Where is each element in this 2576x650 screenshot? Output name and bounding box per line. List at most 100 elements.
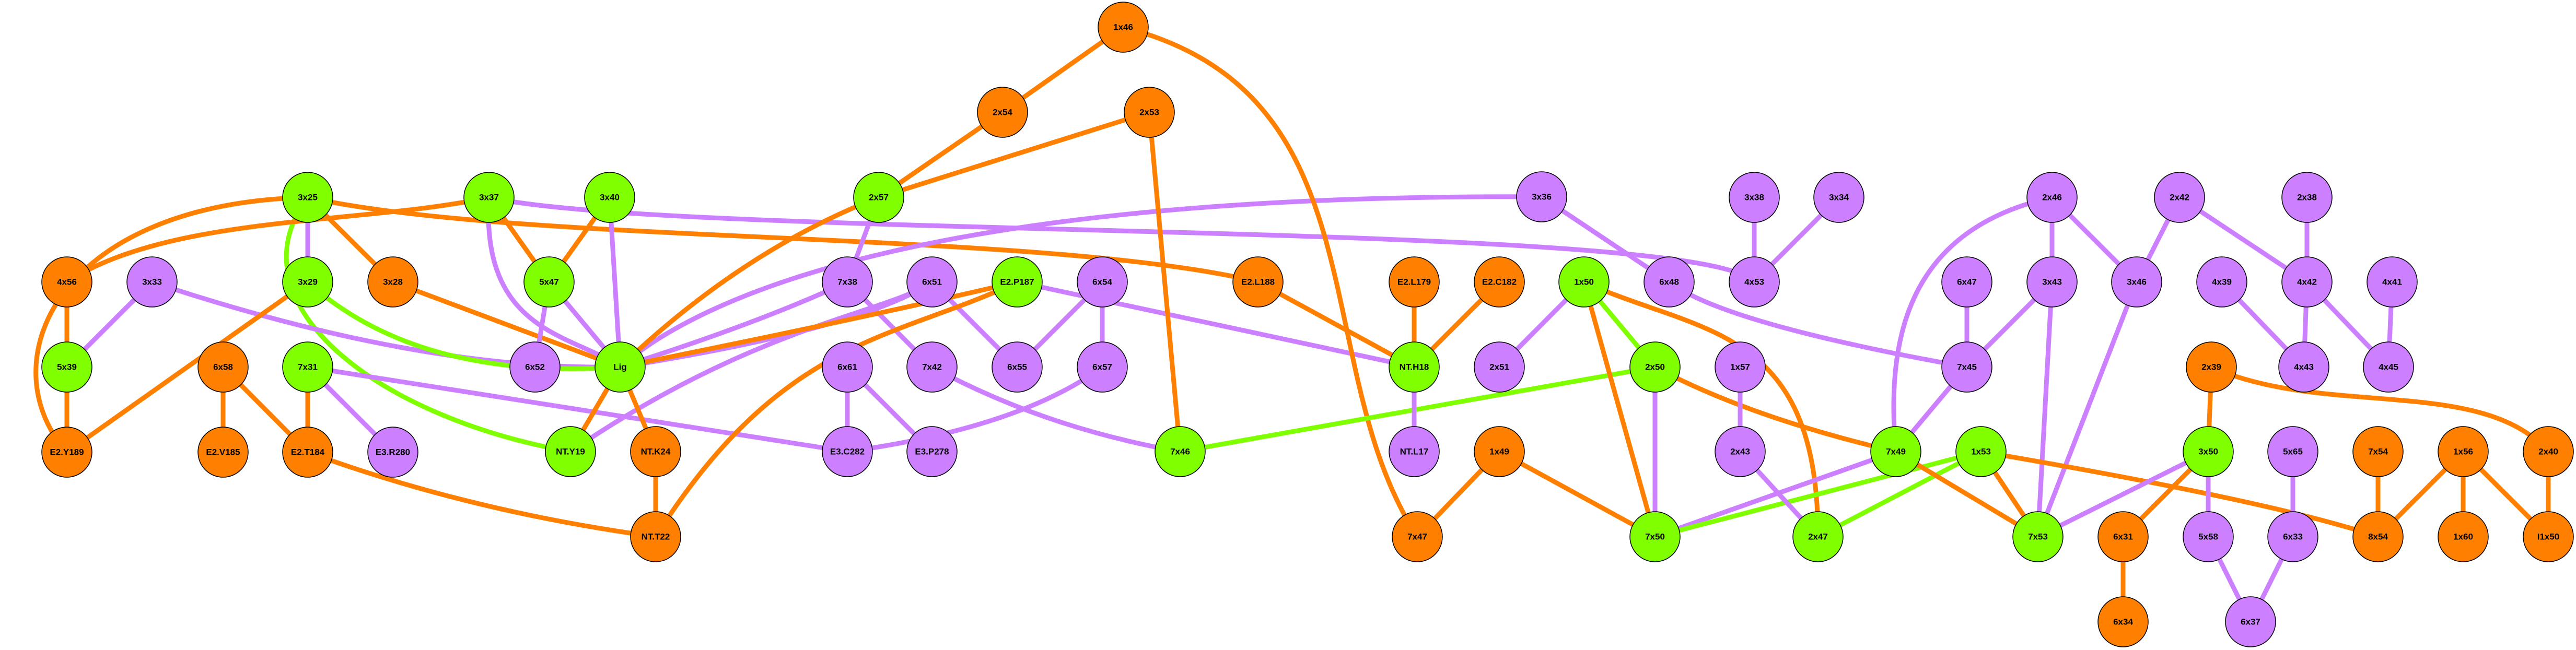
node-E2.L188[interactable]: E2.L188 xyxy=(1232,256,1284,308)
node-4x45[interactable]: 4x45 xyxy=(2363,341,2414,393)
node-1x60[interactable]: 1x60 xyxy=(2438,511,2489,562)
node-label: 3x37 xyxy=(479,193,499,203)
node-NT.L17[interactable]: NT.L17 xyxy=(1389,426,1440,477)
node-E3.P278[interactable]: E3.P278 xyxy=(906,426,958,477)
node-7x31[interactable]: 7x31 xyxy=(282,341,333,393)
node-1x49[interactable]: 1x49 xyxy=(1474,426,1525,477)
node-2x39[interactable]: 2x39 xyxy=(2186,341,2237,393)
node-2x42[interactable]: 2x42 xyxy=(2154,172,2205,223)
node-NT.H18[interactable]: NT.H18 xyxy=(1389,341,1440,393)
node-3x38[interactable]: 3x38 xyxy=(1729,172,1780,223)
node-6x47[interactable]: 6x47 xyxy=(1941,256,1992,308)
node-7x50[interactable]: 7x50 xyxy=(1629,511,1681,562)
node-2x50[interactable]: 2x50 xyxy=(1629,341,1681,393)
node-6x34[interactable]: 6x34 xyxy=(2097,596,2149,647)
node-2x40[interactable]: 2x40 xyxy=(2523,426,2574,477)
node-3x37[interactable]: 3x37 xyxy=(463,172,515,223)
node-4x42[interactable]: 4x42 xyxy=(2281,256,2333,308)
node-1x53[interactable]: 1x53 xyxy=(1955,426,2007,477)
node-circle xyxy=(2267,511,2318,562)
node-E3.C282[interactable]: E3.C282 xyxy=(822,426,873,477)
node-4x41[interactable]: 4x41 xyxy=(2367,256,2418,308)
node-3x43[interactable]: 3x43 xyxy=(2026,256,2078,308)
node-6x55[interactable]: 6x55 xyxy=(992,341,1043,393)
node-6x57[interactable]: 6x57 xyxy=(1077,341,1128,393)
node-NT.K24[interactable]: NT.K24 xyxy=(630,426,681,477)
node-3x40[interactable]: 3x40 xyxy=(584,172,635,223)
node-7x54[interactable]: 7x54 xyxy=(2352,426,2404,477)
node-3x36[interactable]: 3x36 xyxy=(1516,171,1567,222)
node-1x46[interactable]: 1x46 xyxy=(1098,2,1149,53)
node-NT.Y19[interactable]: NT.Y19 xyxy=(545,426,596,477)
node-2x57[interactable]: 2x57 xyxy=(853,172,904,223)
node-2x51[interactable]: 2x51 xyxy=(1474,341,1525,393)
node-label: 6x37 xyxy=(2241,617,2260,627)
node-E2.C182[interactable]: E2.C182 xyxy=(1474,256,1525,308)
node-5x58[interactable]: 5x58 xyxy=(2183,511,2234,562)
node-6x52[interactable]: 6x52 xyxy=(509,341,561,393)
node-7x45[interactable]: 7x45 xyxy=(1941,341,1992,393)
node-3x50[interactable]: 3x50 xyxy=(2183,426,2234,477)
node-NT.T22[interactable]: NT.T22 xyxy=(630,511,681,562)
node-label: 5x47 xyxy=(539,277,559,287)
node-E2.T184[interactable]: E2.T184 xyxy=(282,427,333,478)
node-circle xyxy=(822,256,873,308)
node-3x28[interactable]: 3x28 xyxy=(367,256,418,308)
node-circle xyxy=(2281,172,2333,223)
node-5x39[interactable]: 5x39 xyxy=(41,341,92,393)
node-6x58[interactable]: 6x58 xyxy=(197,341,249,393)
edge-2x53-2x57 xyxy=(876,110,1152,200)
node-2x54[interactable]: 2x54 xyxy=(977,87,1028,138)
node-4x43[interactable]: 4x43 xyxy=(2278,341,2329,393)
node-4x53[interactable]: 4x53 xyxy=(1729,256,1780,308)
node-6x37[interactable]: 6x37 xyxy=(2225,596,2276,647)
node-6x48[interactable]: 6x48 xyxy=(1643,256,1695,308)
node-2x46[interactable]: 2x46 xyxy=(2026,172,2078,223)
node-2x38[interactable]: 2x38 xyxy=(2281,172,2333,223)
node-2x47[interactable]: 2x47 xyxy=(1792,511,1844,562)
node-label: 7x42 xyxy=(922,362,942,372)
node-Lig[interactable]: Lig xyxy=(595,341,646,393)
node-5x47[interactable]: 5x47 xyxy=(523,256,575,308)
node-circle xyxy=(126,256,178,308)
node-8x54[interactable]: 8x54 xyxy=(2352,511,2404,562)
node-circle xyxy=(367,427,418,478)
node-6x31[interactable]: 6x31 xyxy=(2097,511,2149,562)
node-label: 7x46 xyxy=(1170,447,1190,457)
node-E2.V185[interactable]: E2.V185 xyxy=(197,427,249,478)
node-3x46[interactable]: 3x46 xyxy=(2111,256,2162,308)
node-3x25[interactable]: 3x25 xyxy=(282,172,333,223)
node-circle xyxy=(41,256,92,308)
node-7x42[interactable]: 7x42 xyxy=(906,341,958,393)
node-7x47[interactable]: 7x47 xyxy=(1392,511,1443,562)
node-E3.R280[interactable]: E3.R280 xyxy=(367,427,418,478)
node-E2.L179[interactable]: E2.L179 xyxy=(1389,256,1440,308)
node-6x33[interactable]: 6x33 xyxy=(2267,511,2318,562)
edge-7x50-7x49 xyxy=(1652,449,1898,539)
node-E2.Y189[interactable]: E2.Y189 xyxy=(41,427,92,478)
node-6x61[interactable]: 6x61 xyxy=(822,341,873,393)
node-1x50[interactable]: 1x50 xyxy=(1558,256,1610,308)
node-7x38[interactable]: 7x38 xyxy=(822,256,873,308)
node-I1x50[interactable]: I1x50 xyxy=(2523,511,2574,562)
node-label: E2.V185 xyxy=(206,447,240,457)
edge-1x50-7x50 xyxy=(1581,279,1658,539)
node-4x39[interactable]: 4x39 xyxy=(2196,256,2247,308)
node-3x34[interactable]: 3x34 xyxy=(1813,172,1864,223)
node-6x51[interactable]: 6x51 xyxy=(906,256,958,308)
node-7x49[interactable]: 7x49 xyxy=(1870,426,1921,477)
node-1x57[interactable]: 1x57 xyxy=(1715,341,1766,393)
node-5x65[interactable]: 5x65 xyxy=(2267,426,2318,477)
edge-4x56-3x37 xyxy=(64,195,492,285)
node-label: 1x46 xyxy=(1113,22,1133,32)
node-6x54[interactable]: 6x54 xyxy=(1077,256,1128,308)
node-2x43[interactable]: 2x43 xyxy=(1715,426,1766,477)
node-7x46[interactable]: 7x46 xyxy=(1155,426,1206,477)
node-3x33[interactable]: 3x33 xyxy=(126,256,178,308)
node-4x56[interactable]: 4x56 xyxy=(41,256,92,308)
node-3x29[interactable]: 3x29 xyxy=(282,256,333,308)
node-E2.P187[interactable]: E2.P187 xyxy=(992,256,1043,308)
node-2x53[interactable]: 2x53 xyxy=(1124,87,1175,138)
node-1x56[interactable]: 1x56 xyxy=(2438,426,2489,477)
node-7x53[interactable]: 7x53 xyxy=(2012,511,2064,562)
